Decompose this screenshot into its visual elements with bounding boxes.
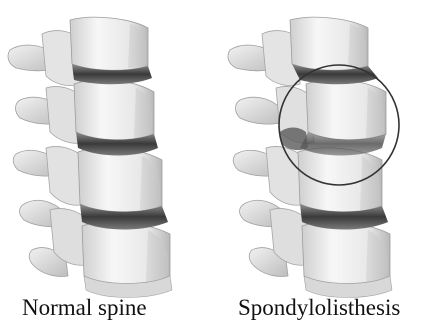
caption-spondylolisthesis: Spondylolisthesis [238,296,400,319]
caption-normal-spine: Normal spine [22,296,147,319]
normal-spine-illustration [8,17,172,297]
spondylolisthesis-illustration [228,17,392,297]
